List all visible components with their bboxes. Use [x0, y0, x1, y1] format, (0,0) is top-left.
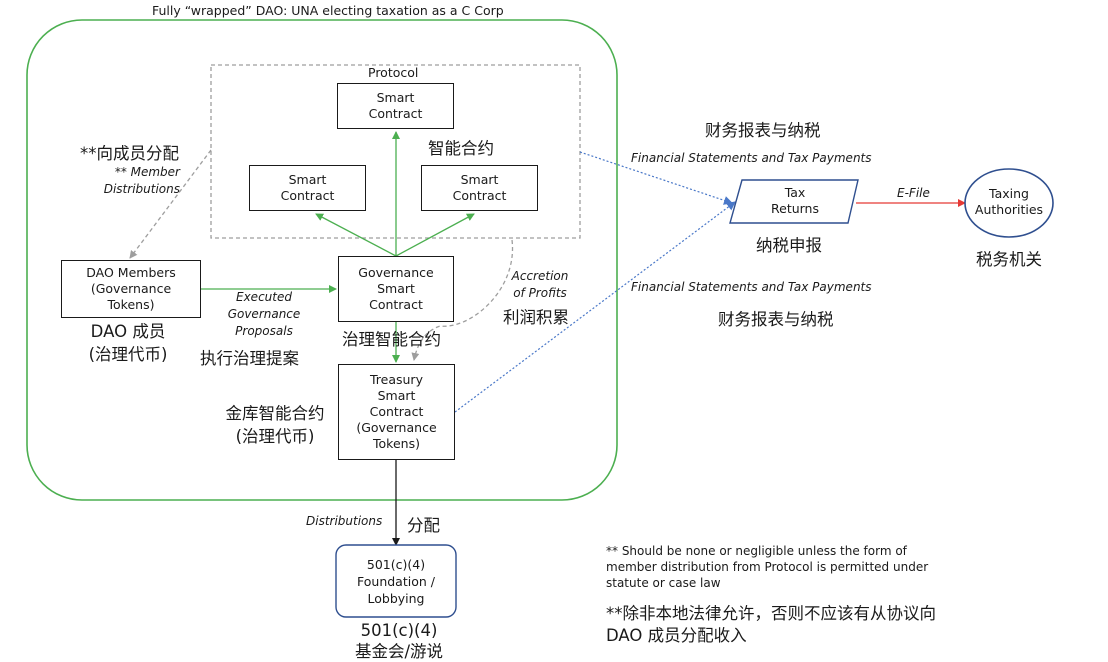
financial-bottom-zh: 财务报表与纳税	[718, 310, 834, 329]
member-distributions-zh: **向成员分配	[80, 144, 179, 163]
financial-top-zh: 财务报表与纳税	[705, 121, 821, 140]
treasury-zh: 金库智能合约 (治理代币)	[225, 404, 325, 446]
taxing-authorities-zh: 税务机关	[976, 250, 1042, 269]
dao-members-zh: DAO 成员 (治理代币)	[88, 322, 168, 364]
smart-contract-left: Smart Contract	[249, 165, 366, 211]
smart-contract-top: Smart Contract	[337, 83, 454, 129]
foundation-zh: 501(c)(4) 基金会/游说	[354, 621, 444, 661]
executed-proposals-en: Executed Governance Proposals	[227, 290, 301, 338]
tax-returns-node: Tax Returns	[771, 185, 819, 216]
arrow-gov-to-right	[395, 213, 475, 257]
member-distributions-en: ** Member Distributions	[103, 165, 180, 196]
footnote-en: ** Should be none or negligible unless t…	[606, 544, 929, 590]
footnote-zh: **除非本地法律允许，否则不应该有从协议向 DAO 成员分配收入	[606, 604, 936, 645]
distributions-zh: 分配	[407, 516, 440, 535]
taxing-authorities-node: Taxing Authorities	[974, 186, 1044, 217]
governance-smart-contract: Governance Smart Contract	[338, 256, 454, 322]
financial-bottom-en: Financial Statements and Tax Payments	[631, 280, 872, 294]
tax-returns-zh: 纳税申报	[756, 236, 822, 255]
arrow-gov-to-left	[315, 213, 397, 257]
protocol-boundary	[210, 64, 581, 239]
dao-members-node: DAO Members (Governance Tokens)	[61, 260, 201, 318]
dao-boundary	[26, 19, 618, 501]
efile-label: E-File	[897, 186, 930, 200]
foundation-node: 501(c)(4) Foundation / Lobbying	[357, 557, 435, 606]
taxing-authorities-shape	[964, 168, 1054, 238]
protocol-label-en: Protocol	[368, 65, 419, 80]
treasury-smart-contract: Treasury Smart Contract (Governance Toke…	[338, 364, 455, 460]
diagram-title: Fully “wrapped” DAO: UNA electing taxati…	[152, 3, 504, 18]
arrow-treasury-to-tax	[454, 201, 736, 413]
tax-returns-shape	[729, 179, 859, 224]
foundation-shape	[335, 544, 457, 618]
accretion-en: Accretion of Profits	[511, 269, 569, 300]
distributions-en: Distributions	[306, 514, 383, 528]
smart-contract-right: Smart Contract	[421, 165, 538, 211]
smart-contract-zh: 智能合约	[428, 139, 494, 158]
arrow-protocol-to-members	[129, 149, 212, 259]
executed-proposals-zh: 执行治理提案	[200, 349, 299, 368]
accretion-zh: 利润积累	[503, 308, 569, 327]
financial-top-en: Financial Statements and Tax Payments	[631, 151, 872, 165]
arrow-accretion	[411, 239, 514, 361]
governance-zh: 治理智能合约	[342, 330, 441, 349]
arrow-protocol-to-tax	[579, 151, 733, 205]
